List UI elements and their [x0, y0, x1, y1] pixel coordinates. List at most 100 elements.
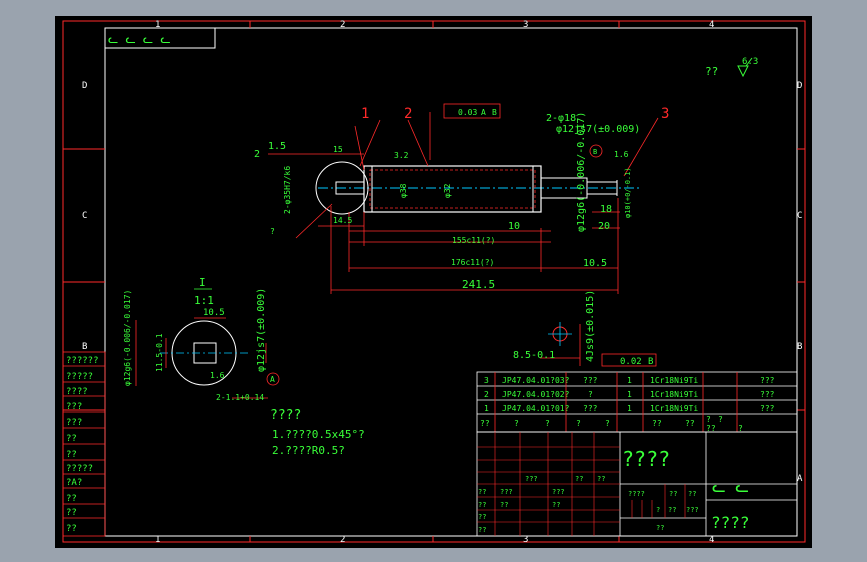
detail-dim-11-5: 11.5-0.1: [155, 333, 164, 372]
bom-row-1-name: ?: [588, 390, 593, 399]
title-mid-1: ??: [669, 490, 677, 498]
end-dia: φ10(+0/-0.1): [624, 167, 632, 218]
title-mid-6: ??: [656, 524, 664, 532]
col-label-top-4: 4: [709, 20, 714, 30]
dim-18: 18: [600, 204, 612, 215]
detail-dim-12js7: φ12js7(±0.009): [256, 288, 267, 372]
technical-notes: ???? 1.????0.5x45°? 2.????R0.5?: [270, 408, 365, 457]
roughness-label: ??: [705, 65, 718, 78]
fit-left: 2-φ35H7/k6: [283, 166, 292, 214]
dimension-lines: [268, 112, 659, 294]
notes-title: ????: [270, 408, 301, 423]
title-cell-9: ??: [575, 475, 583, 483]
detail-dia-12g6: φ12g6(-0.006/-0.017): [123, 290, 132, 386]
detail-slot-dim: 2-1.1+0.14: [216, 393, 264, 402]
title-mid-2: ??: [688, 490, 696, 498]
side-cell-7: ?????: [66, 464, 93, 474]
col-label-bottom-1: 1: [155, 535, 160, 545]
roughness-value: 6.3: [742, 57, 758, 67]
title-cell-5: ??: [500, 501, 508, 509]
dim-155: 155c11(?): [452, 236, 495, 245]
bom-row-2-note: ???: [760, 404, 775, 413]
bom-header-0: ??: [480, 419, 490, 428]
part-number-3: 3: [661, 106, 669, 122]
dim-15: 15: [333, 145, 343, 154]
detail-datum-circle: [266, 372, 280, 386]
column-ticks: [63, 21, 805, 542]
detail-view[interactable]: I 1:1 10.5 φ12g6(-0.006/-0.017) 11.5-0.1…: [123, 276, 280, 402]
row-labels: D C B D C B A: [82, 81, 803, 484]
detail-datum-a: A: [270, 375, 275, 384]
datum-b-text: B: [593, 148, 597, 156]
bom-header-4: ?: [605, 419, 610, 428]
title-cell-3: ???: [525, 475, 538, 483]
section-view[interactable]: 8.5-0.1 4Js9(±0.015) 0.02 B: [513, 290, 657, 367]
geo-tolerance-frame: [443, 103, 501, 119]
left-shaft[interactable]: [335, 181, 365, 195]
detail-dim-lines: [135, 317, 268, 399]
notes-line-2: 2.????R0.5?: [272, 444, 345, 457]
title-block[interactable]: ???? ᓚ ᓚ ???? ?? ??? ??? ??? ?? ?? ?? ??…: [476, 431, 798, 537]
row-label-left-d: D: [82, 81, 87, 91]
row-label-right-d: D: [797, 81, 802, 91]
side-table: ?????? ????? ???? ??? ??? ?? ?? ????? ?A…: [62, 351, 106, 537]
bom-header-5: ??: [652, 419, 662, 428]
bom-row-0-no: 3: [484, 376, 489, 385]
top-left-box: [104, 27, 216, 49]
sym-tolerance-frame: [601, 353, 657, 367]
geo-datum-a: A: [481, 108, 486, 117]
col-label-top-2: 2: [340, 20, 345, 30]
title-cell-4: ??: [478, 501, 486, 509]
side-cell-5: ??: [66, 434, 77, 444]
title-mid-4: ??: [668, 506, 676, 514]
geo-datum-b: B: [492, 108, 497, 117]
side-cell-8: ?A?: [66, 478, 82, 488]
shaft-dia: φ12g6(-0.006/-0.017): [576, 112, 587, 232]
geo-tolerance-value: 0.03: [458, 108, 477, 117]
bom-header-extra-2: ??: [706, 424, 716, 433]
roughness-1-6: 1.6: [614, 150, 629, 159]
label-2: 2: [254, 149, 260, 160]
top-left-marks: ᓚ ᓚ ᓚ ᓚ: [108, 32, 171, 46]
col-label-bottom-4: 4: [709, 535, 714, 545]
side-cell-4: ???: [66, 418, 82, 428]
bom-row-1-material: 1Cr18Ni9Ti: [650, 390, 698, 399]
row-label-right-b: B: [797, 342, 802, 352]
question-label: ?: [270, 227, 275, 236]
dim-176: 176c11(?): [451, 258, 494, 267]
title-right-mark: ᓚ ᓚ: [712, 477, 749, 496]
chamfer-label: 1.5: [268, 141, 286, 152]
notes-line-1: 1.????0.5x45°?: [272, 428, 365, 441]
title-cell-6: ??: [552, 501, 560, 509]
bom-row-1-no: 2: [484, 390, 489, 399]
side-cell-10: ??: [66, 508, 77, 518]
section-dim-lines: [540, 324, 581, 366]
bom-row-1-note: ???: [760, 390, 775, 399]
side-cell-0: ??????: [66, 356, 99, 366]
bom-row-0-name: ???: [583, 376, 598, 385]
side-cell-11: ??: [66, 524, 77, 534]
drawing-background: [55, 16, 812, 548]
main-view[interactable]: 0.03 A B 1 2 3 1.5 2 15 2-φ35H7/k6 φ38 φ…: [254, 103, 669, 294]
title-main: ????: [622, 447, 670, 471]
side-cell-9: ??: [66, 494, 77, 504]
bom-header-3: ?: [576, 419, 581, 428]
title-cell-10: ??: [597, 475, 605, 483]
section-dim-8-5: 8.5-0.1: [513, 350, 555, 361]
left-detail-circle[interactable]: [315, 161, 369, 215]
side-cell-6: ??: [66, 450, 77, 460]
datum-b-circle: [589, 144, 603, 158]
title-cell-2: ???: [552, 488, 565, 496]
bom-table[interactable]: 3 JP47.04.01?03? ??? 1 1Cr18Ni9Ti ??? 2 …: [476, 371, 798, 433]
title-cell-0: ??: [478, 488, 486, 496]
bom-header-1: ?: [514, 419, 519, 428]
bom-row-0-note: ???: [760, 376, 775, 385]
bom-header-extra-0: ?: [706, 415, 711, 424]
detail-rough-16: 1.6: [210, 371, 225, 380]
row-label-right-c: C: [797, 211, 802, 221]
cylinder-hatch: [369, 169, 536, 209]
sym-datum: B: [648, 357, 653, 367]
bom-row-2-name: ???: [583, 404, 598, 413]
